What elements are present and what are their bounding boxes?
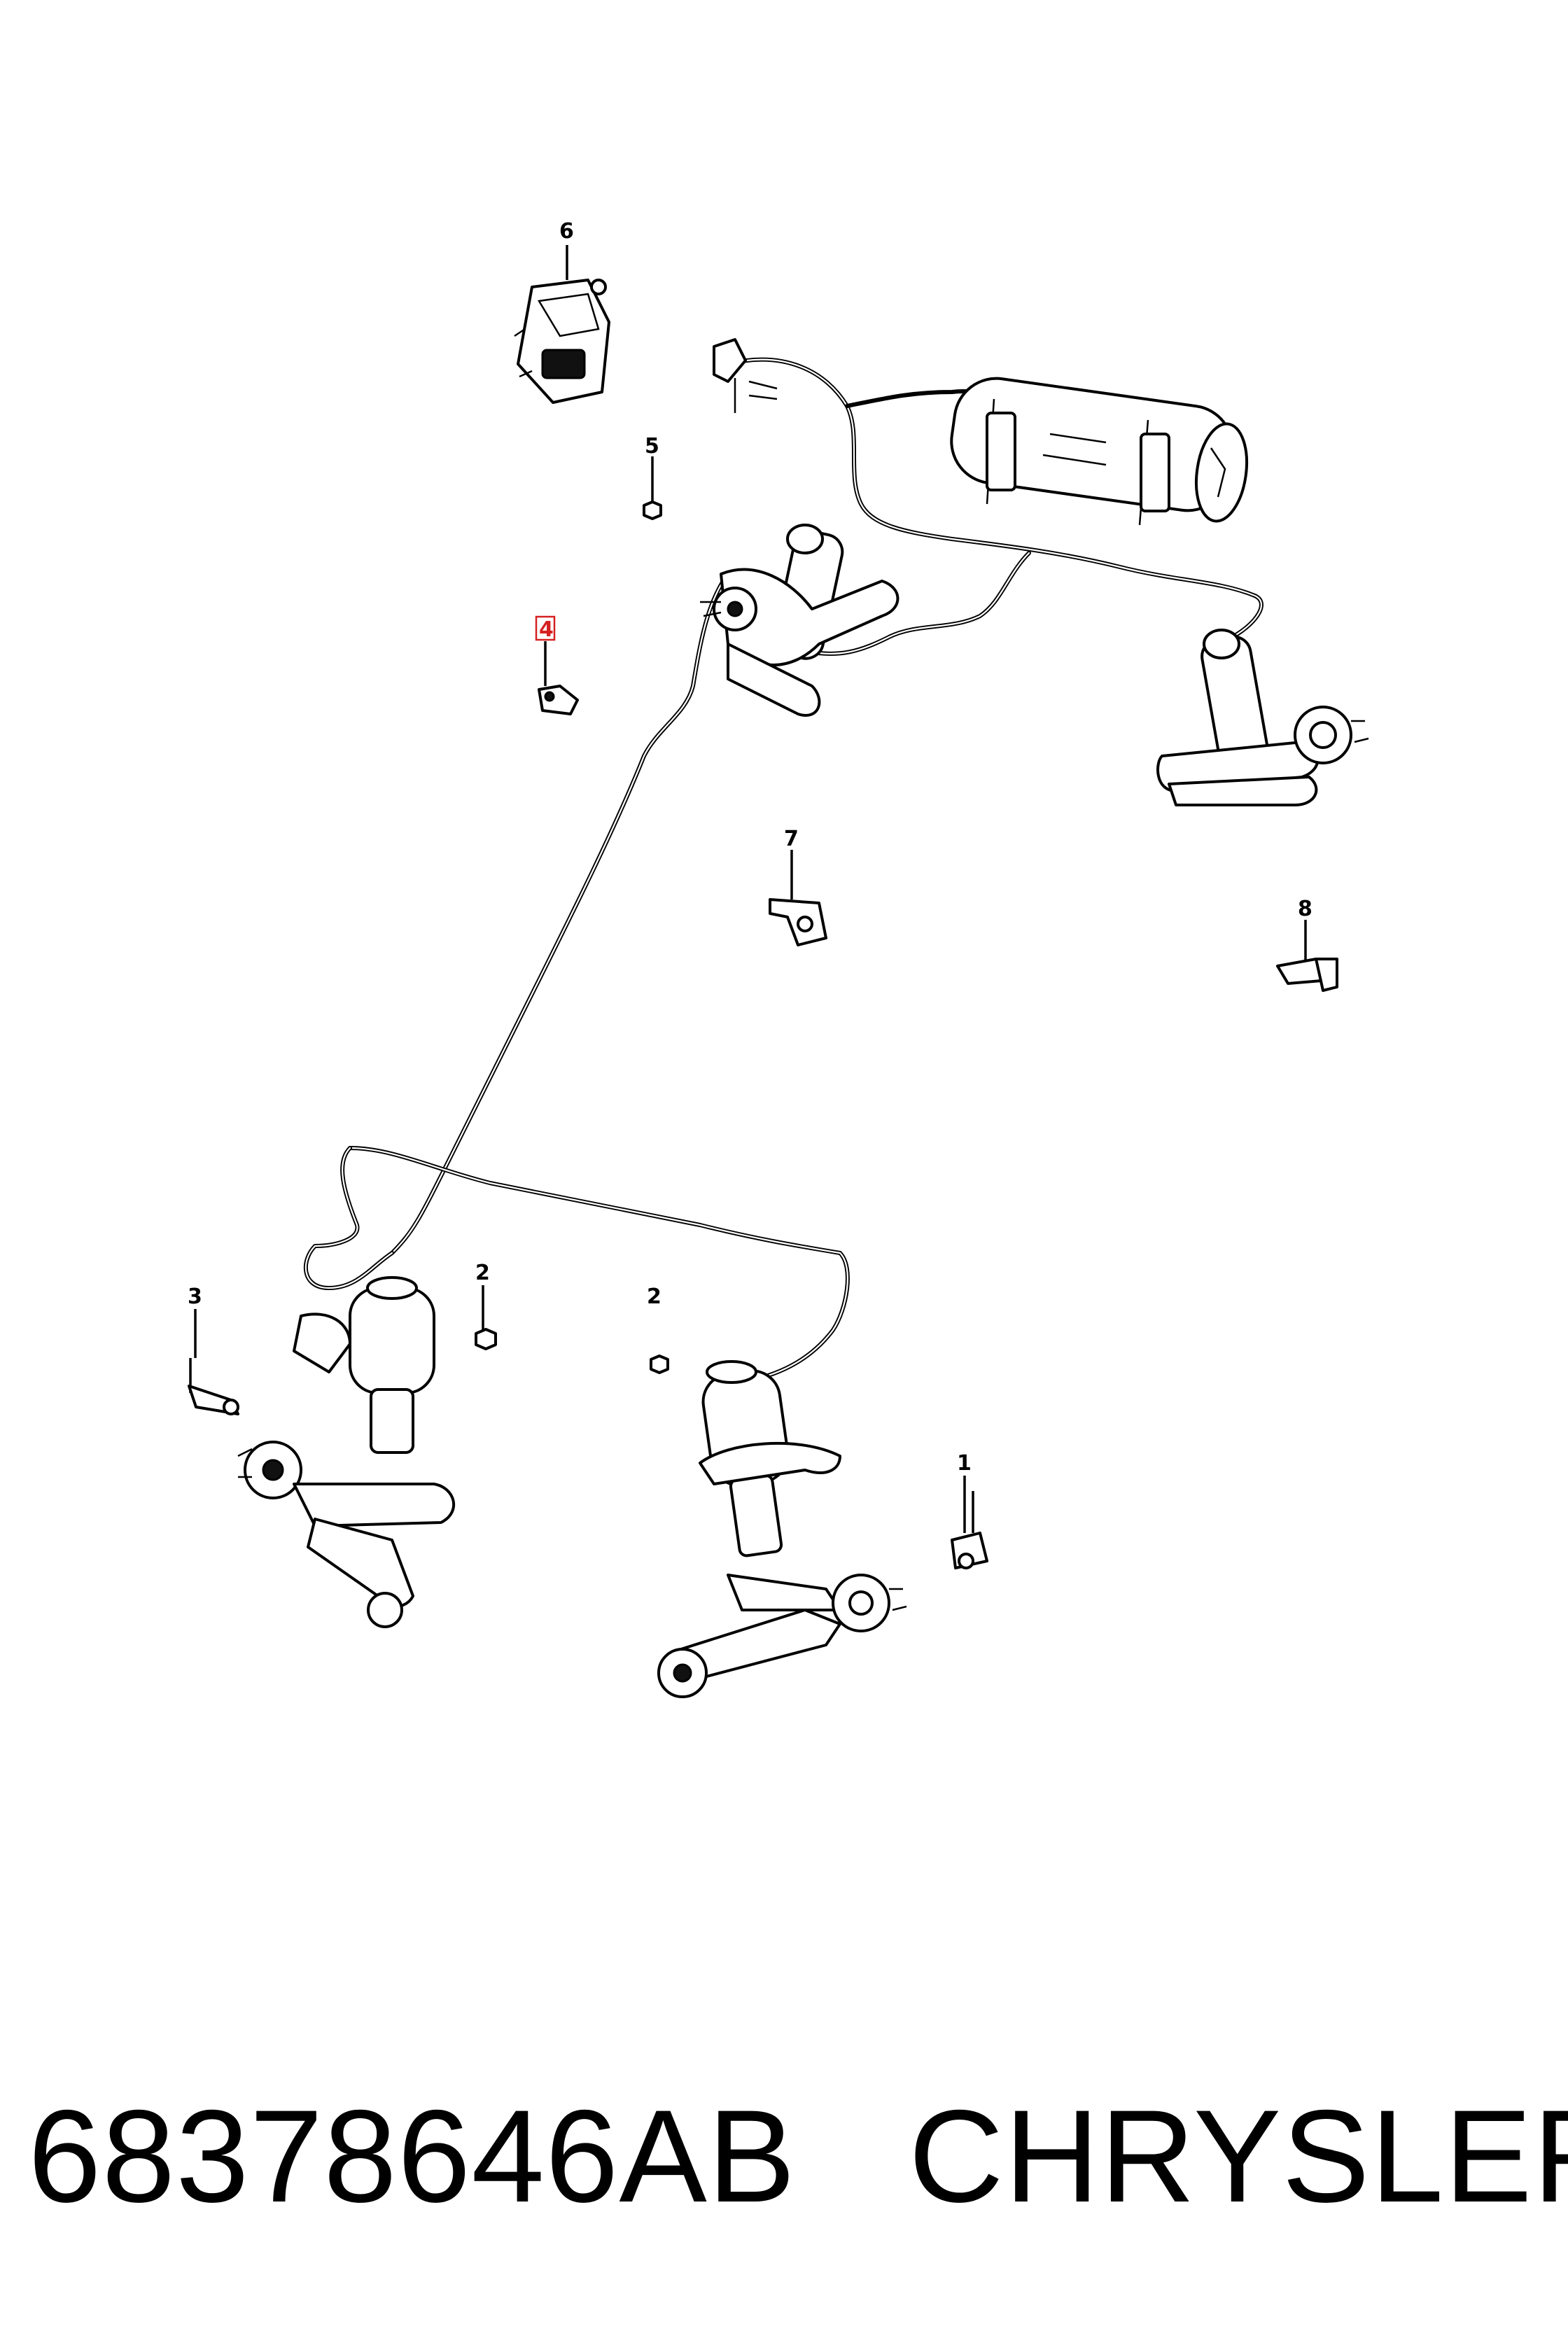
height-sensor-link-front-left <box>188 1358 239 1415</box>
part-number: 68378646AB <box>28 2082 797 2230</box>
mounting-bracket <box>769 898 827 946</box>
callout-2-right: 2 <box>647 1284 662 1309</box>
callout-6: 6 <box>559 219 574 244</box>
nut-right <box>650 1354 669 1374</box>
callout-4: 4 <box>539 617 554 642</box>
air-compressor-assembly <box>514 279 610 404</box>
air-reservoir-tank <box>950 377 1249 526</box>
callout-4-highlight-box <box>535 615 556 641</box>
height-sensor-link-front-right <box>951 1491 988 1569</box>
front-left-air-strut <box>237 1276 455 1628</box>
height-sensor-rear-right <box>1276 958 1338 992</box>
callout-3: 3 <box>188 1284 202 1309</box>
rear-right-air-strut <box>1156 629 1369 806</box>
callout-1: 1 <box>957 1451 972 1476</box>
callout-5: 5 <box>645 434 659 458</box>
solenoid-fitting <box>713 338 778 413</box>
callout-8: 8 <box>1298 897 1312 921</box>
front-right-air-strut <box>657 1360 907 1698</box>
footer: 68378646AB CHRYSLER <box>28 2072 1568 2240</box>
bolt <box>643 500 662 520</box>
callout-7: 7 <box>784 827 799 851</box>
air-line-harness <box>304 357 1264 1381</box>
rear-left-air-strut <box>700 524 899 717</box>
height-sensor-rear-left <box>538 685 579 715</box>
callout-leaders <box>194 245 1307 1533</box>
callout-2-left: 2 <box>475 1261 490 1285</box>
nut-left <box>475 1328 497 1350</box>
brand-name: CHRYSLER <box>909 2082 1568 2230</box>
